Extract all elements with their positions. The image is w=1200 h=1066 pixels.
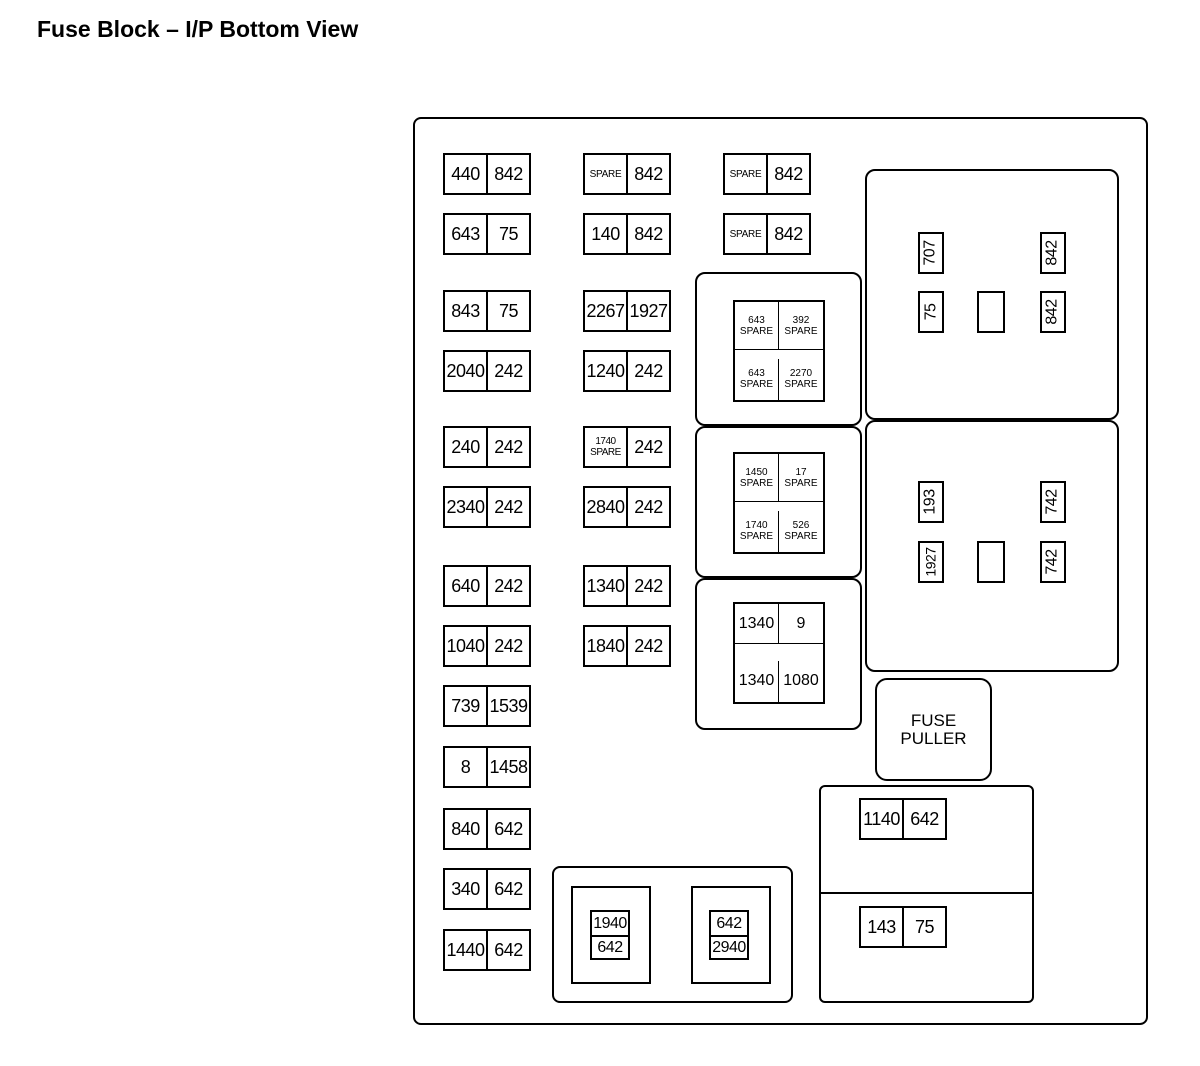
fuse-puller: FUSE PULLER (875, 678, 992, 781)
terminal-742-bottom: 742 (1040, 541, 1066, 583)
relay-3: 1340 9 1340 1080 (733, 602, 825, 704)
bottom-right-divider (819, 892, 1034, 894)
terminal-842-top: 842 (1040, 232, 1066, 274)
fuse-block-outline (413, 117, 1148, 1025)
terminal-1927: 1927 (918, 541, 944, 583)
terminal-707: 707 (918, 232, 944, 274)
stack-frame-1 (571, 886, 651, 984)
terminal-842-bottom: 842 (1040, 291, 1066, 333)
stacked-fuse-1940-642: 1940 642 (590, 910, 630, 960)
relay-slot-2 (977, 541, 1005, 583)
terminal-742-top: 742 (1040, 481, 1066, 523)
page-title: Fuse Block – I/P Bottom View (37, 16, 359, 42)
relay-slot-1 (977, 291, 1005, 333)
terminal-75: 75 (918, 291, 944, 333)
fuse-puller-line2: PULLER (900, 728, 967, 748)
fuse-puller-line1: FUSE (910, 710, 957, 730)
stack-frame-2 (691, 886, 771, 984)
terminal-193: 193 (918, 481, 944, 523)
stacked-fuse-642-2940: 642 2940 (709, 910, 749, 960)
